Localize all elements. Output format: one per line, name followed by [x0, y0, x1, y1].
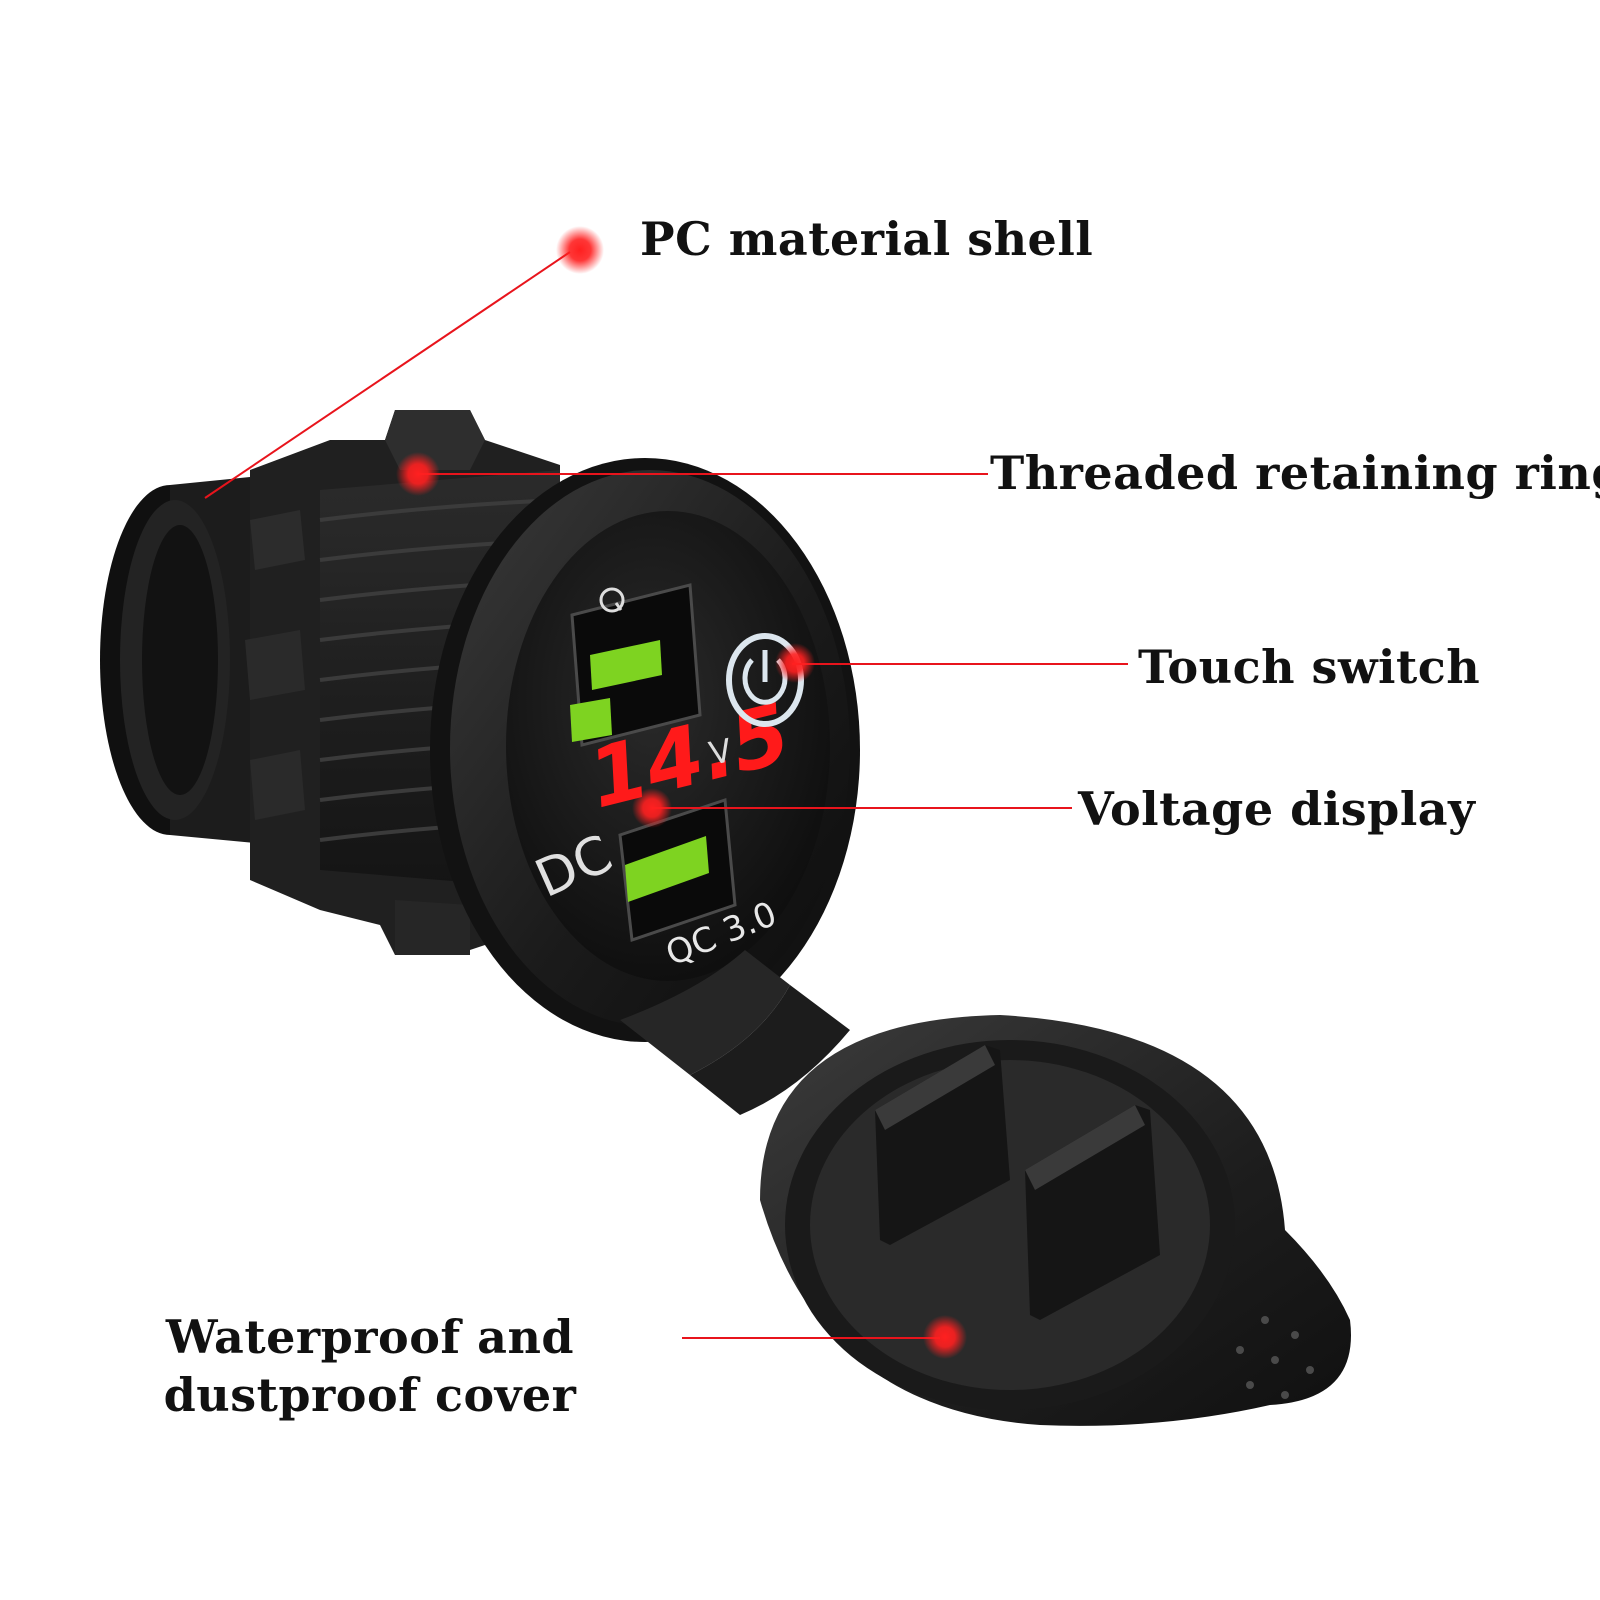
- front-bezel: [430, 458, 860, 1042]
- callout-label-cover: Waterproof and dustproof cover: [163, 1310, 577, 1422]
- callout-dot-retaining-ring: [396, 452, 440, 496]
- callout-line-pc-shell: [204, 251, 571, 499]
- waterproof-cover: [760, 1015, 1351, 1426]
- cover-tether: [620, 950, 850, 1115]
- callout-lines: [204, 251, 1128, 1339]
- usb-port-lower: QC 3.0: [618, 797, 782, 974]
- callout-dot-cover: [923, 1315, 967, 1359]
- callout-label-voltage-display: Voltage display: [1078, 782, 1476, 836]
- callout-dot-touch-switch: [775, 643, 815, 683]
- callout-label-retaining-ring: Threaded retaining ring: [990, 446, 1600, 500]
- callout-label-touch-switch: Touch switch: [1138, 640, 1481, 694]
- callout-dot-voltage-display: [632, 788, 672, 828]
- callout-dots: [396, 226, 967, 1359]
- usb-port-upper: [570, 583, 702, 747]
- callout-dot-pc-shell: [556, 226, 604, 274]
- callout-label-pc-shell: PC material shell: [640, 212, 1094, 266]
